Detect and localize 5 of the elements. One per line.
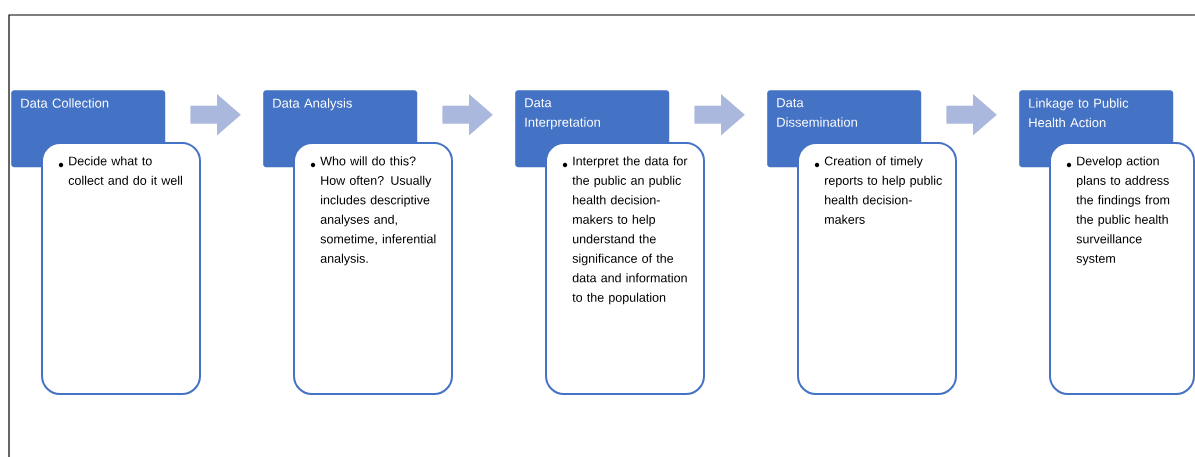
bullet-card: Develop action plans to address the findings from the public health surveillance system bbox=[1049, 142, 1195, 395]
bullet-card: Interpret the data for the public an public health decision-makers to help understand the significance of the data and information to the population bbox=[545, 142, 705, 395]
bullet-card: Creation of timely reports to help public health decision-makers bbox=[797, 142, 957, 395]
bullet-card: Decide what to collect and do it well bbox=[41, 142, 201, 395]
bullet-card: Who will do this? How often? Usually includes descriptive analyses and, sometime, inferential analysis. bbox=[293, 142, 453, 395]
